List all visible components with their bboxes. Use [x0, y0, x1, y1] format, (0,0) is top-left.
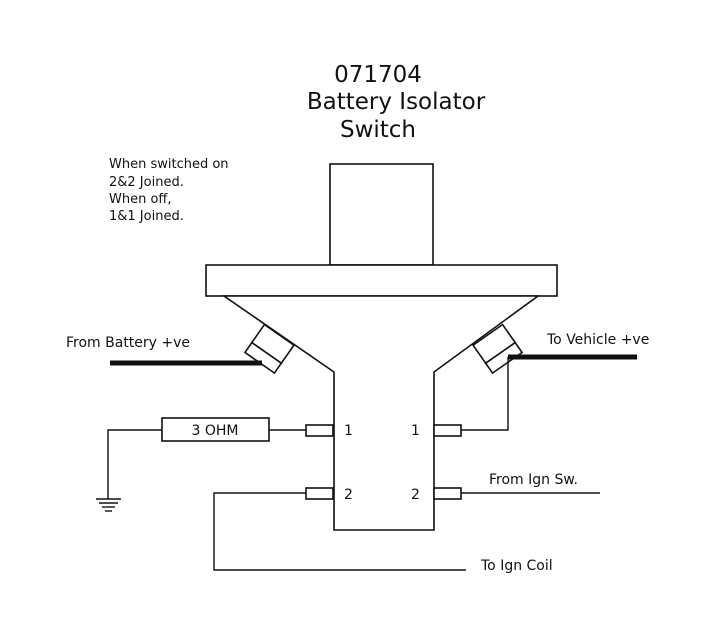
note-line-1: When switched on	[109, 157, 229, 172]
terminal-left-1-label: 1	[344, 423, 353, 439]
switch-housing	[221, 295, 541, 531]
title-line-1: Battery Isolator	[307, 89, 486, 115]
note-line-3: When off,	[109, 192, 172, 207]
terminal-right-2-label: 2	[411, 487, 420, 503]
switch-flange	[205, 264, 558, 297]
vehicle-stud	[471, 323, 524, 375]
terminal-right-2	[433, 487, 462, 500]
title-line-2: Switch	[340, 117, 416, 143]
from-battery-label: From Battery +ve	[66, 335, 190, 351]
terminal-right-1-label: 1	[411, 423, 420, 439]
to-vehicle-label: To Vehicle +ve	[546, 332, 649, 348]
resistor-to-ground-wire	[107, 429, 162, 499]
terminal-left-2	[305, 487, 334, 500]
ign-coil-wire	[213, 492, 466, 571]
battery-stud	[243, 323, 296, 375]
terminal-right-1	[433, 424, 462, 437]
vehicle-stud-to-terminal-1-wire	[460, 357, 509, 431]
part-number: 071704	[334, 62, 422, 88]
ground-icon	[96, 498, 121, 512]
to-ign-coil-label: To Ign Coil	[480, 558, 553, 574]
note-line-2: 2&2 Joined.	[109, 175, 184, 190]
switch-knob	[329, 163, 434, 266]
note-line-4: 1&1 Joined.	[109, 209, 184, 224]
terminal-left-2-label: 2	[344, 487, 353, 503]
resistor-label: 3 OHM	[192, 423, 239, 439]
from-ign-sw-label: From Ign Sw.	[489, 472, 578, 488]
terminal-left-1	[305, 424, 334, 437]
